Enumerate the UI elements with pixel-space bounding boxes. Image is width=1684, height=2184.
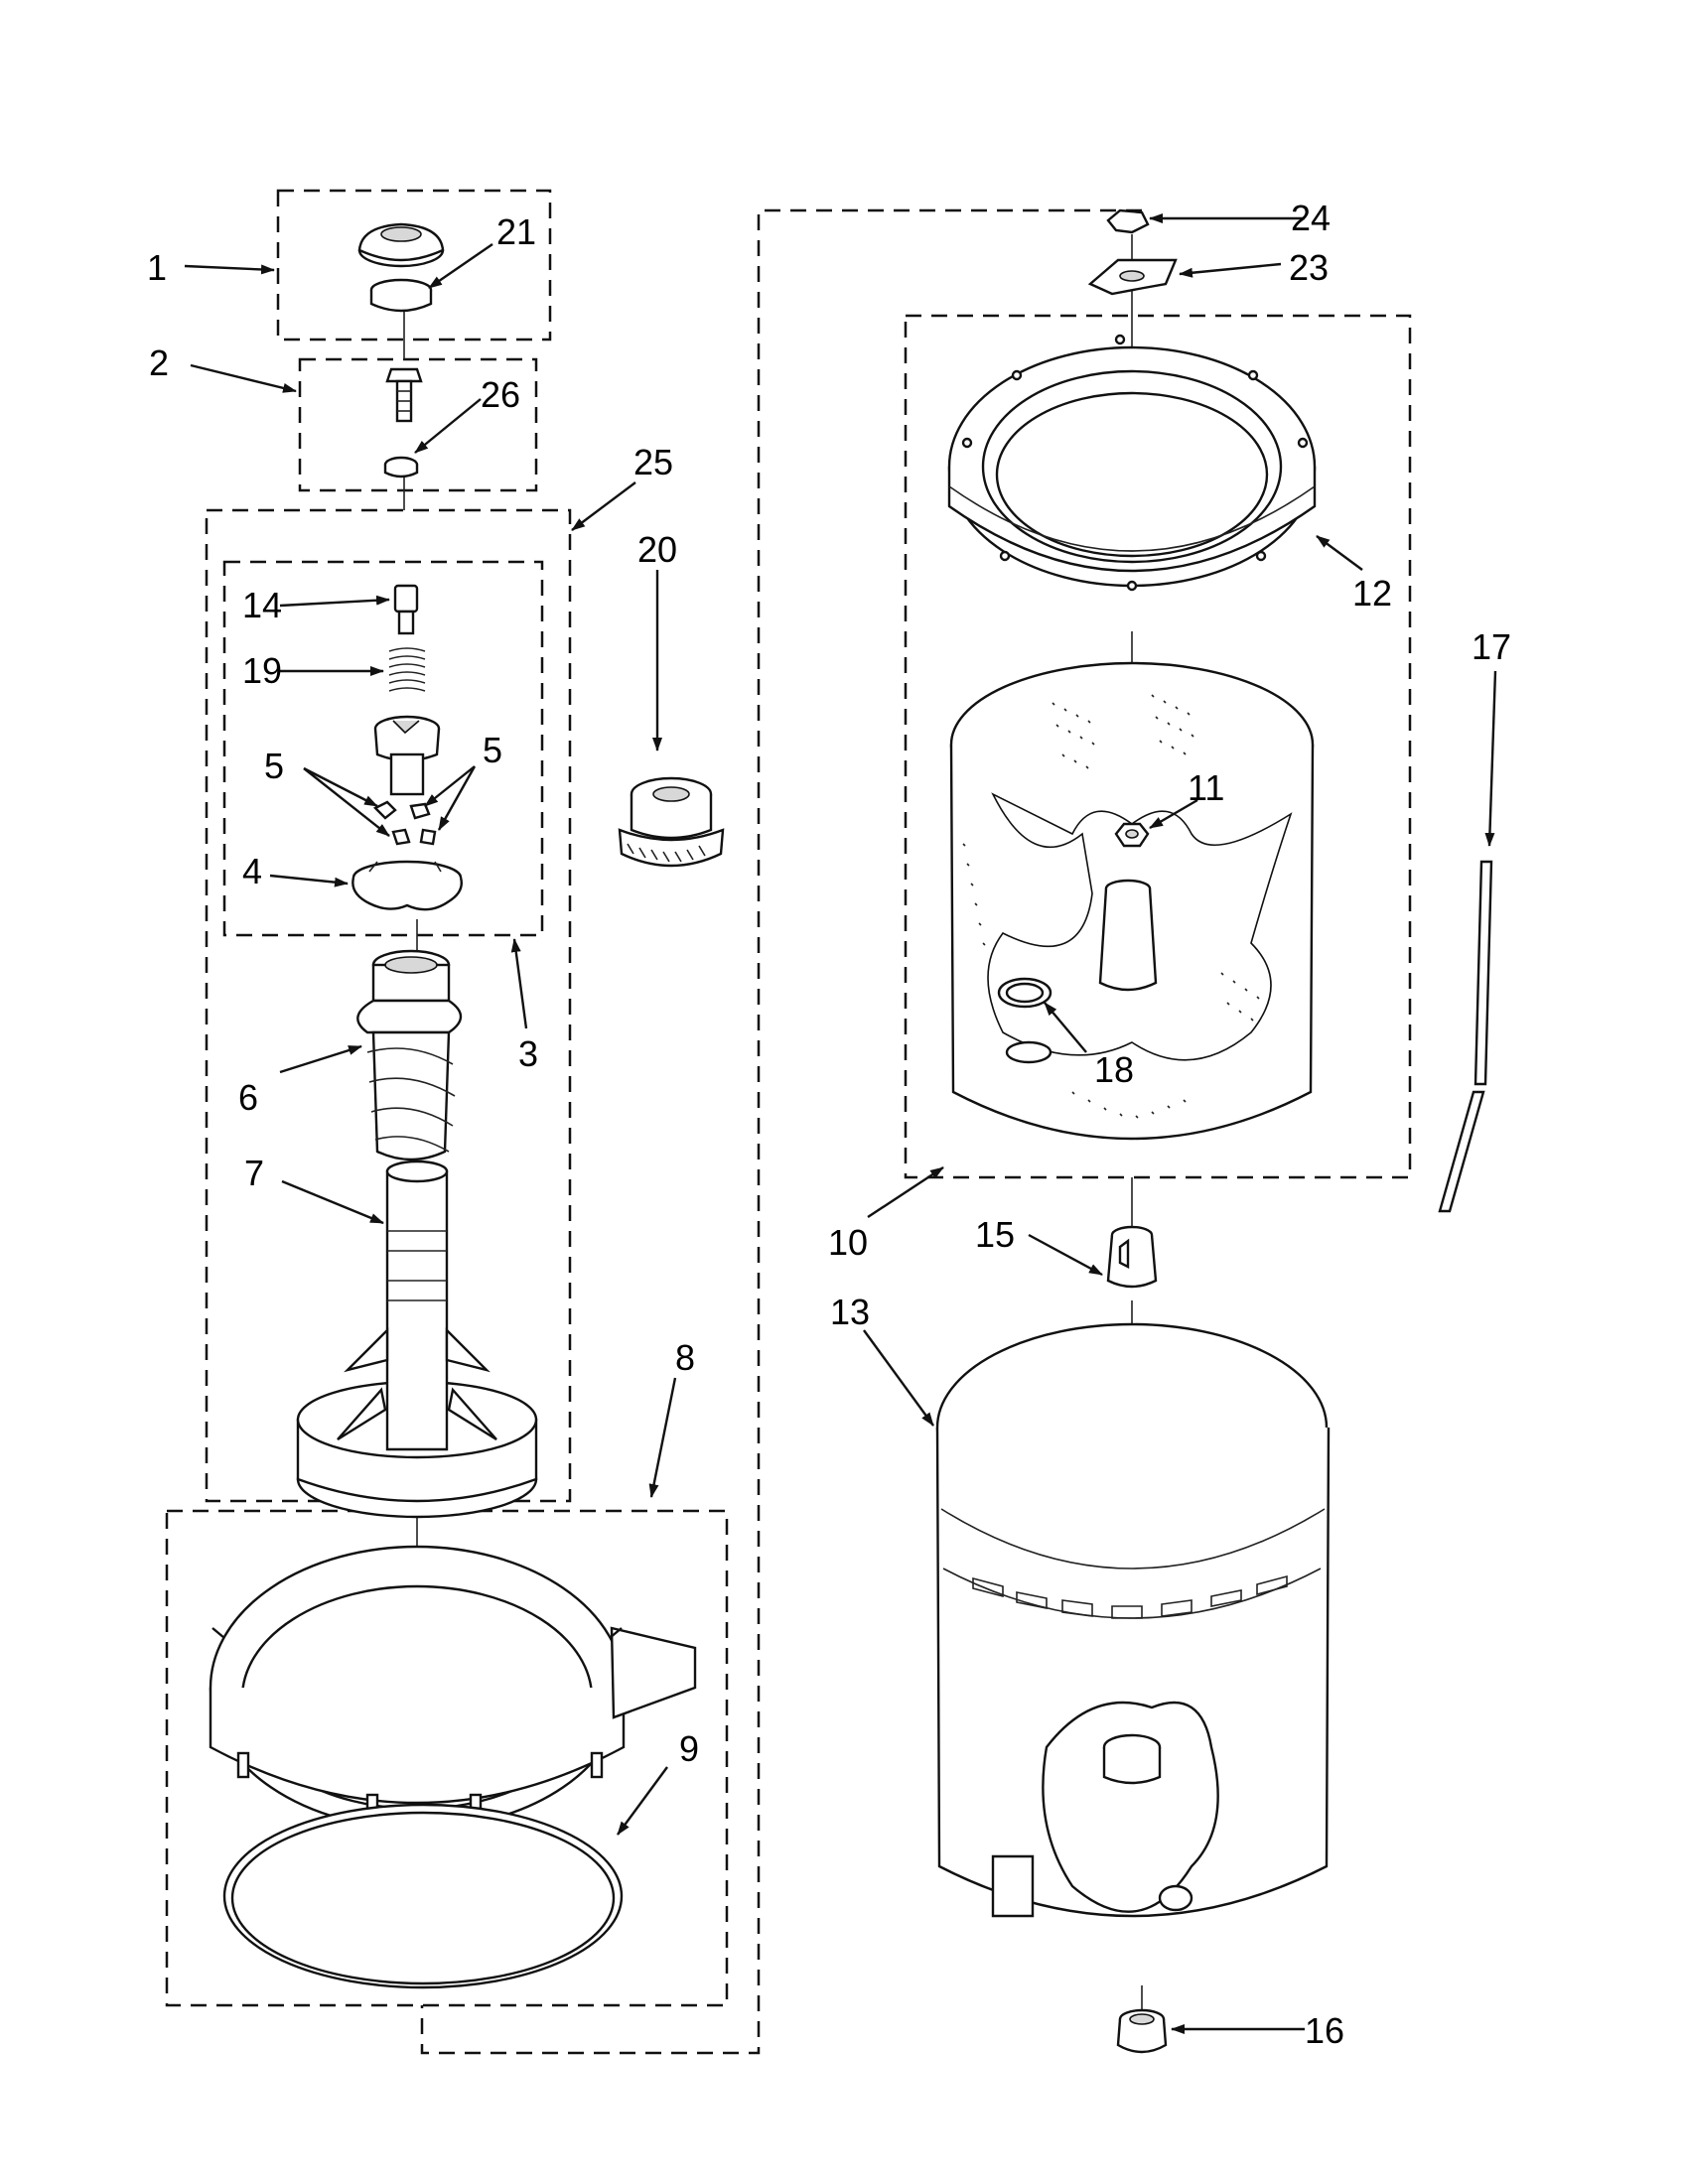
plug-icon: [1005, 982, 1045, 1004]
bolt-icon: [385, 367, 423, 423]
callout-11: 11: [1188, 767, 1224, 808]
callout-26: 26: [481, 374, 520, 415]
washer-icon: [383, 456, 419, 478]
callout-15: 15: [975, 1214, 1015, 1255]
group-box-10: [904, 314, 1412, 1179]
cam-icon: [373, 715, 441, 796]
callout-7: 7: [244, 1153, 264, 1193]
callout-13: 13: [830, 1292, 870, 1332]
callout-6: 6: [238, 1077, 258, 1118]
drain-plug-icon: [1116, 2008, 1168, 2054]
nut-icon: [1114, 822, 1150, 848]
callout-2: 2: [149, 342, 169, 383]
callout-8: 8: [675, 1337, 695, 1378]
callout-14: 14: [242, 585, 282, 625]
callout-17: 17: [1472, 626, 1511, 667]
balance-ring-icon: [947, 334, 1317, 592]
tub-slots: [972, 1574, 1288, 1619]
auger-icon: [356, 949, 463, 1161]
callout-9: 9: [679, 1728, 699, 1769]
spring-icon: [388, 647, 426, 692]
tub-ring-icon: [209, 1545, 697, 1831]
group-box-1: [276, 189, 552, 341]
group-box-3: [222, 560, 544, 937]
group-box-8: [165, 1509, 729, 2007]
cam-shaft-icon: [393, 584, 419, 635]
outer-tub-icon: [935, 1322, 1331, 1918]
basket-icon: [949, 661, 1315, 1141]
hose-icon: [1438, 860, 1493, 1213]
connector-dashed-line: [420, 208, 1142, 2055]
callout-20: 20: [637, 529, 677, 570]
plate-icon: [1087, 258, 1178, 296]
clip-icon: [1106, 208, 1150, 234]
leader-arrows: [184, 213, 1497, 2034]
callout-19: 19: [242, 650, 282, 691]
bearing-icon: [618, 776, 725, 868]
basket-perforations: [962, 694, 1260, 1119]
agitator-icon: [296, 1160, 538, 1519]
agitator-cap-icon: [357, 222, 445, 268]
callout-10: 10: [828, 1222, 868, 1263]
callout-5a: 5: [264, 746, 284, 786]
callout-24: 24: [1291, 198, 1331, 238]
callout-25: 25: [633, 442, 673, 482]
dogs-icon: [372, 800, 437, 846]
group-box-2: [298, 357, 538, 492]
callout-1: 1: [147, 247, 167, 288]
callout-16: 16: [1305, 2010, 1344, 2051]
callout-21: 21: [496, 211, 536, 252]
seal-ring-icon: [222, 1803, 624, 1989]
coupler-icon: [1106, 1225, 1158, 1289]
callout-5b: 5: [483, 730, 502, 770]
callout-23: 23: [1289, 247, 1329, 288]
callout-4: 4: [242, 851, 262, 891]
callout-18: 18: [1094, 1049, 1134, 1090]
callout-labels: 1 2 3 4 5 5 6 7 8 9 10 11 12 13 14 15 16…: [147, 198, 1511, 2051]
cap-ring-icon: [369, 278, 433, 313]
dog-retainer-icon: [351, 860, 463, 911]
callout-12: 12: [1352, 573, 1392, 614]
callout-3: 3: [518, 1033, 538, 1074]
